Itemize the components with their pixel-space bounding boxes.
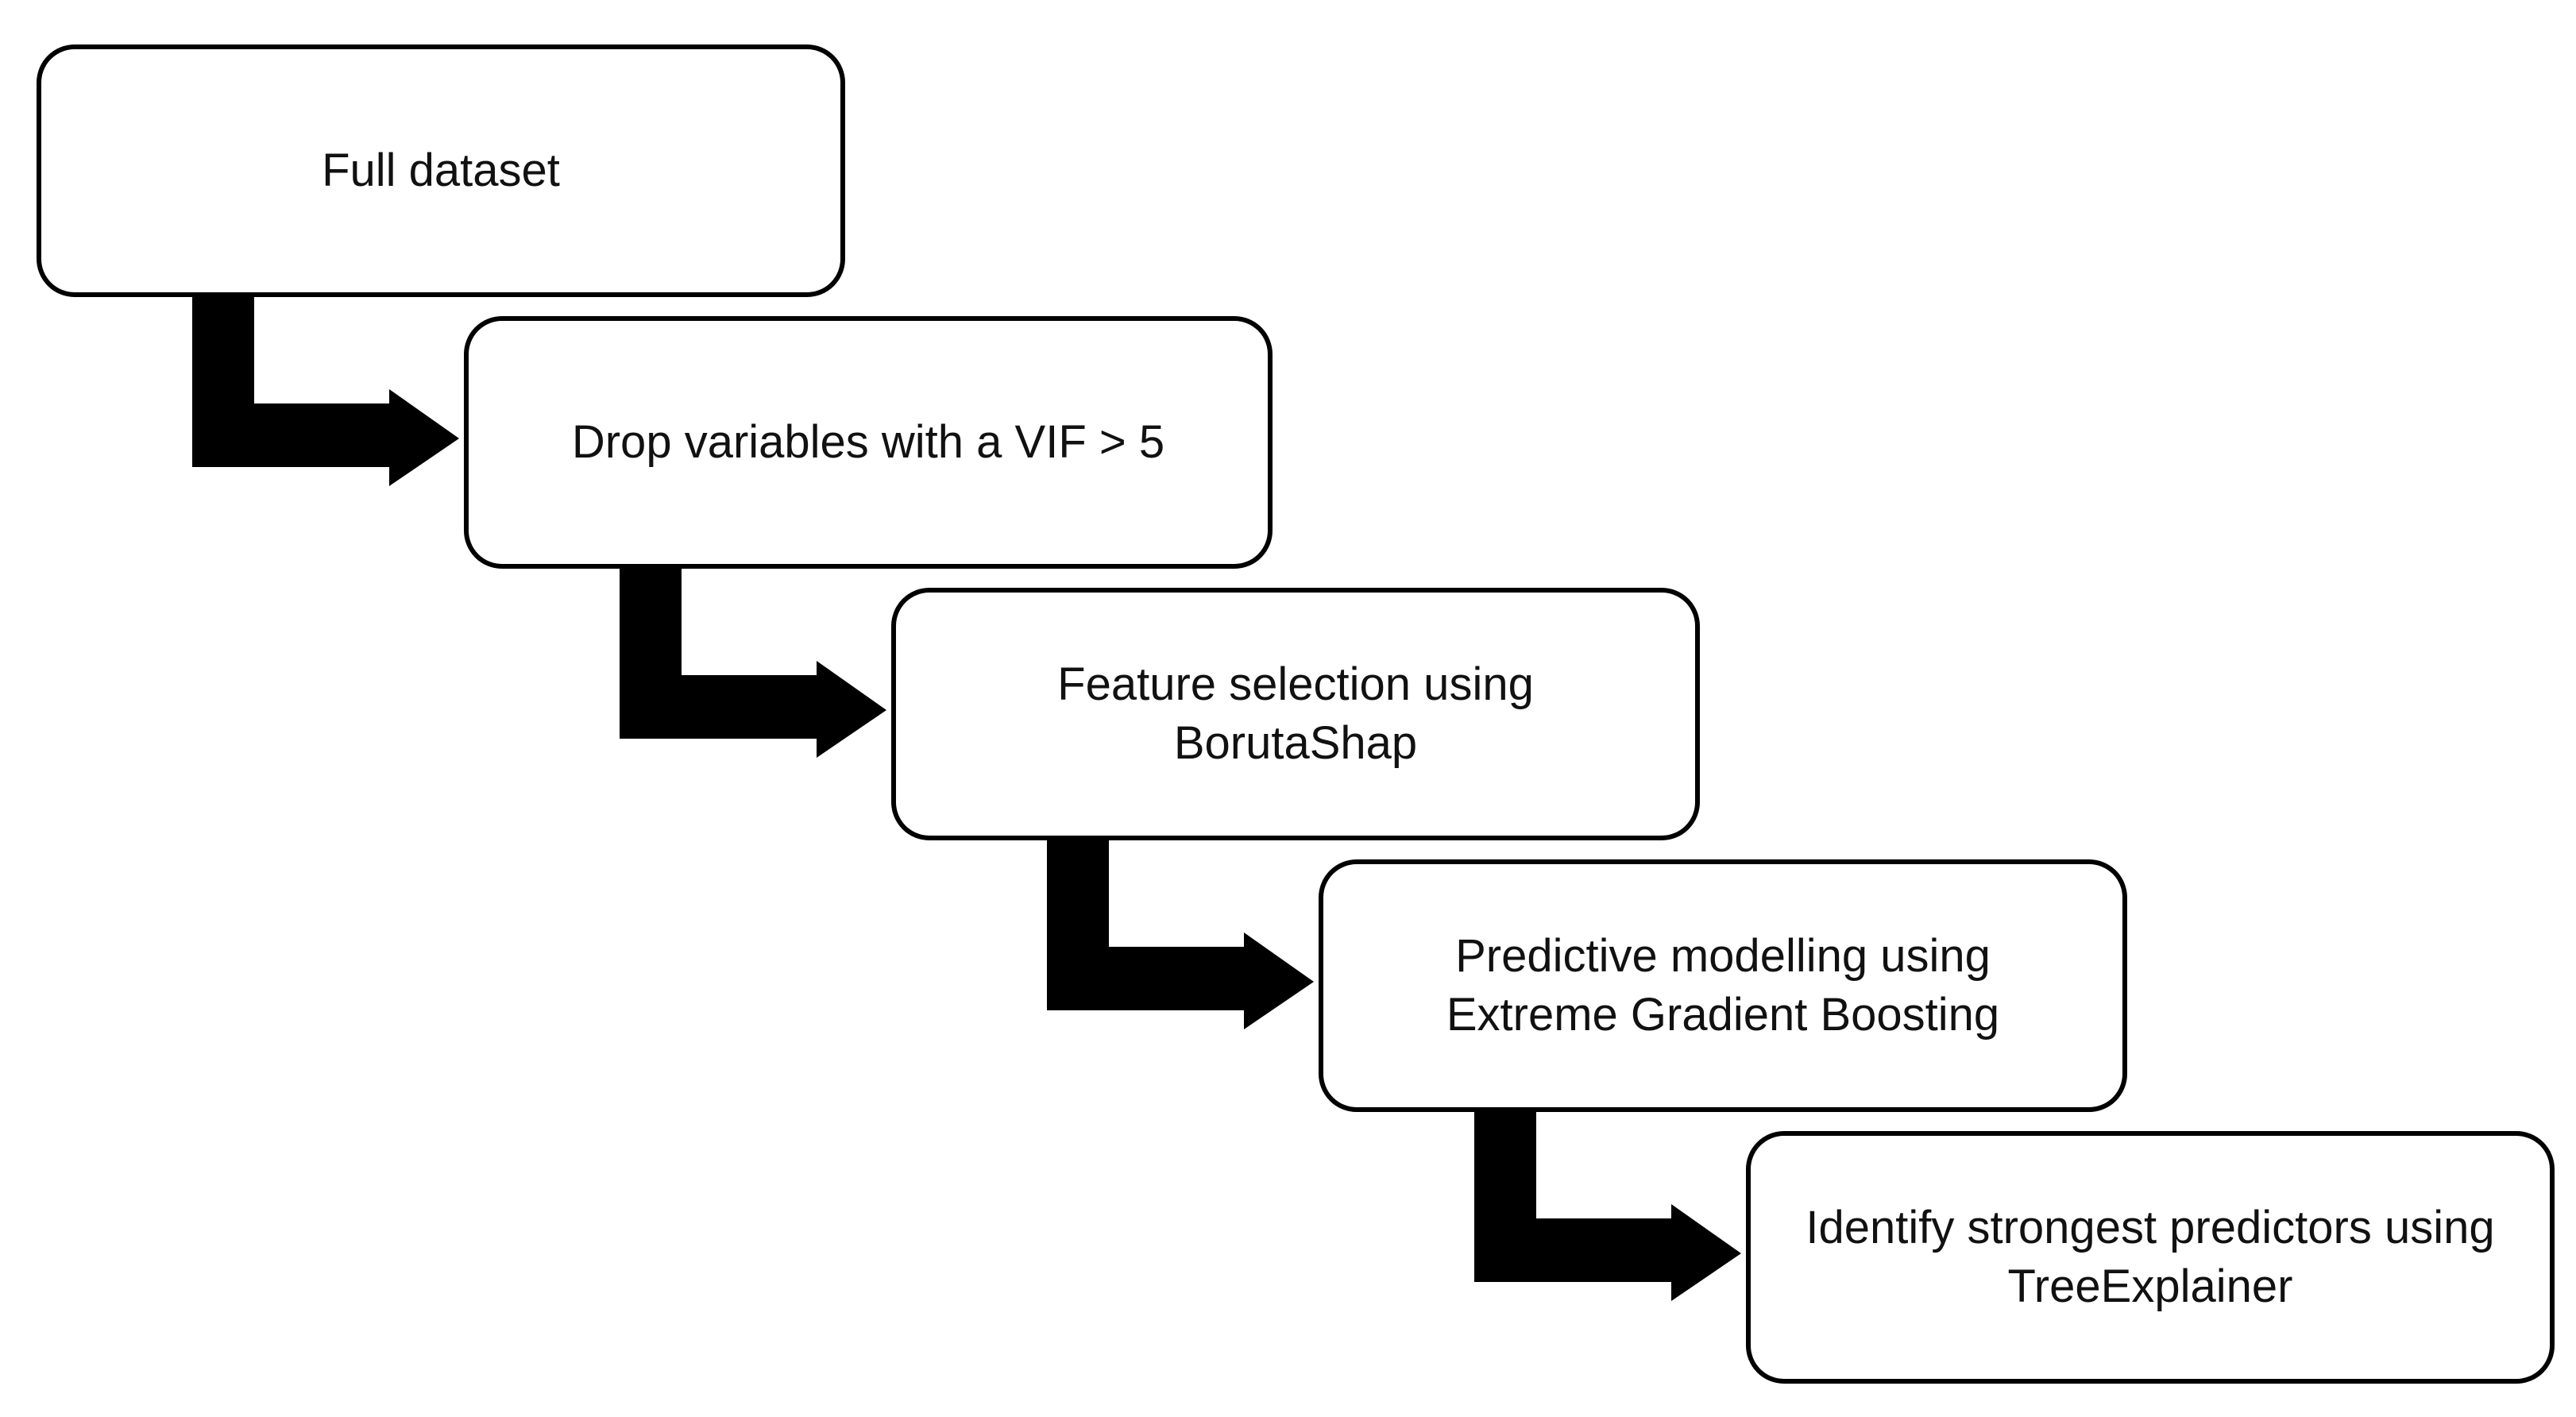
arrow-step-3-to-4 [1047,840,1314,1029]
step-label: Feature selection using BorutaShap [1057,655,1534,773]
arrow-step-1-to-2 [192,297,459,486]
step-label: Full dataset [322,141,560,200]
step-box-identify-predictors: Identify strongest predictors using Tree… [1746,1131,2555,1384]
step-label-line: Drop variables with a VIF > 5 [571,416,1165,468]
step-box-drop-vif: Drop variables with a VIF > 5 [464,316,1273,569]
step-box-full-dataset: Full dataset [37,44,845,297]
step-label-line: TreeExplainer [2007,1261,2293,1312]
step-label: Drop variables with a VIF > 5 [572,413,1164,472]
step-label-line: Feature selection using [1057,658,1534,710]
arrow-step-4-to-5 [1474,1112,1741,1301]
step-label-line: Identify strongest predictors using [1806,1202,2495,1253]
step-label-line: BorutaShap [1173,717,1418,769]
arrow-step-2-to-3 [620,569,886,758]
step-box-feature-selection: Feature selection using BorutaShap [891,588,1700,840]
step-label: Predictive modelling using Extreme Gradi… [1446,927,1999,1044]
step-label-line: Predictive modelling using [1455,930,1991,982]
step-label: Identify strongest predictors using Tree… [1806,1199,2494,1316]
step-label-line: Full dataset [322,145,560,196]
step-label-line: Extreme Gradient Boosting [1446,989,2000,1041]
step-box-predictive-modelling: Predictive modelling using Extreme Gradi… [1319,859,2127,1112]
